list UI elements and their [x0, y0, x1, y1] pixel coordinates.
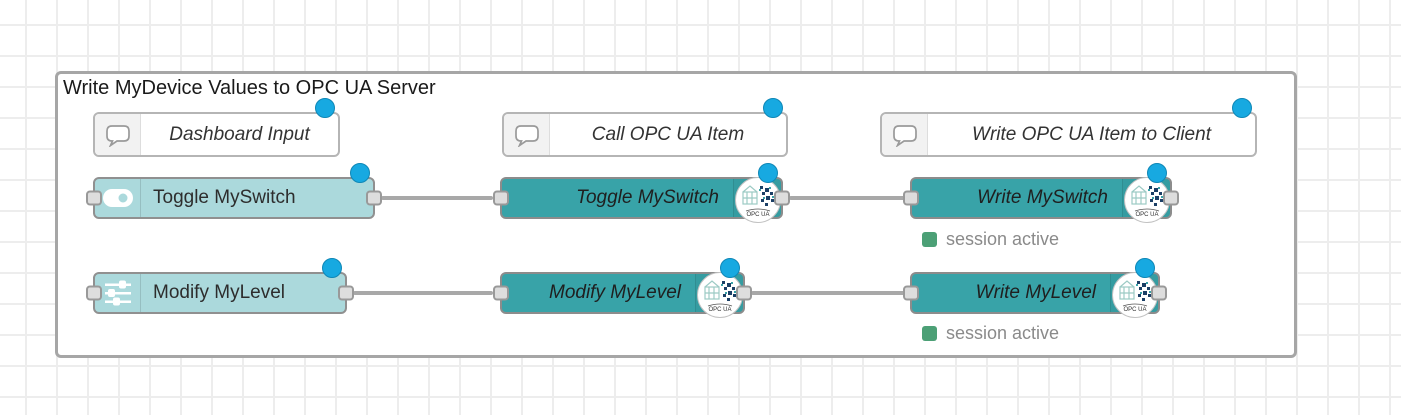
- toggle-switch-icon: [95, 179, 141, 217]
- output-port[interactable]: [338, 285, 354, 301]
- comment-icon-cell: [504, 114, 550, 155]
- changed-indicator: [350, 163, 370, 183]
- opcua-badge-icon: OPC UA: [1112, 272, 1158, 318]
- changed-indicator: [1232, 98, 1252, 118]
- wire-toggle-call-to-write[interactable]: [789, 196, 905, 200]
- status-text: session active: [946, 229, 1060, 249]
- group-title: Write MyDevice Values to OPC UA Server: [63, 77, 436, 99]
- comment-label: Write OPC UA Item to Client: [972, 123, 1211, 145]
- svg-text:OPC UA: OPC UA: [1135, 212, 1158, 218]
- changed-indicator: [1147, 163, 1167, 183]
- wire-level-call-to-write[interactable]: [751, 291, 905, 295]
- changed-indicator: [758, 163, 778, 183]
- changed-indicator: [1135, 258, 1155, 278]
- output-port[interactable]: [774, 190, 790, 206]
- status-green-square: [922, 232, 937, 247]
- node-write-mylevel[interactable]: Write MyLevel OPC: [903, 258, 1167, 318]
- input-port[interactable]: [903, 190, 919, 206]
- comment-icon-cell: [95, 114, 141, 155]
- node-modify-mylevel-call[interactable]: Modify MyLevel OPC: [493, 258, 752, 318]
- comment-icon-cell: [882, 114, 928, 155]
- input-port[interactable]: [493, 190, 509, 206]
- wire-level-input-to-call[interactable]: [353, 291, 493, 295]
- opcua-badge-icon: OPC UA: [1124, 177, 1170, 223]
- comment-label: Call OPC UA Item: [591, 123, 745, 145]
- node-label: Toggle MySwitch: [153, 187, 296, 208]
- wire-toggle-input-to-call[interactable]: [381, 196, 493, 200]
- node-label: Write MyLevel: [975, 282, 1096, 303]
- comment-label: Dashboard Input: [169, 123, 310, 145]
- status-write-mylevel: session active: [922, 323, 1059, 344]
- status-write-myswitch: session active: [922, 229, 1059, 250]
- comment-node-write-opcua-item[interactable]: Write OPC UA Item to Client: [880, 98, 1257, 157]
- output-port[interactable]: [736, 285, 752, 301]
- node-label: Write MySwitch: [977, 187, 1108, 208]
- node-modify-mylevel-input[interactable]: Modify MyLevel: [86, 258, 354, 314]
- changed-indicator: [315, 98, 335, 118]
- input-port[interactable]: [493, 285, 509, 301]
- svg-text:OPC UA: OPC UA: [746, 212, 769, 218]
- node-toggle-myswitch-input[interactable]: Toggle MySwitch: [86, 163, 382, 219]
- node-write-myswitch[interactable]: Write MySwitch OPC: [903, 163, 1179, 223]
- input-port[interactable]: [903, 285, 919, 301]
- svg-text:OPC UA: OPC UA: [1123, 307, 1146, 313]
- comment-bubble-icon: [105, 124, 130, 147]
- comment-bubble-icon: [514, 124, 539, 147]
- comment-node-dashboard-input[interactable]: Dashboard Input: [93, 98, 340, 157]
- status-text: session active: [946, 323, 1060, 343]
- changed-indicator: [322, 258, 342, 278]
- node-label: Toggle MySwitch: [576, 187, 719, 208]
- output-port[interactable]: [1163, 190, 1179, 206]
- node-label: Modify MyLevel: [549, 282, 681, 303]
- input-port[interactable]: [86, 285, 102, 301]
- node-label: Modify MyLevel: [153, 282, 285, 303]
- changed-indicator: [763, 98, 783, 118]
- comment-bubble-icon: [892, 124, 917, 147]
- svg-text:OPC UA: OPC UA: [708, 307, 731, 313]
- node-toggle-myswitch-call[interactable]: Toggle MySwitch OP: [493, 163, 790, 223]
- input-port[interactable]: [86, 190, 102, 206]
- output-port[interactable]: [366, 190, 382, 206]
- output-port[interactable]: [1151, 285, 1167, 301]
- sliders-icon: [95, 274, 141, 312]
- status-green-square: [922, 326, 937, 341]
- comment-node-call-opcua-item[interactable]: Call OPC UA Item: [502, 98, 788, 157]
- changed-indicator: [720, 258, 740, 278]
